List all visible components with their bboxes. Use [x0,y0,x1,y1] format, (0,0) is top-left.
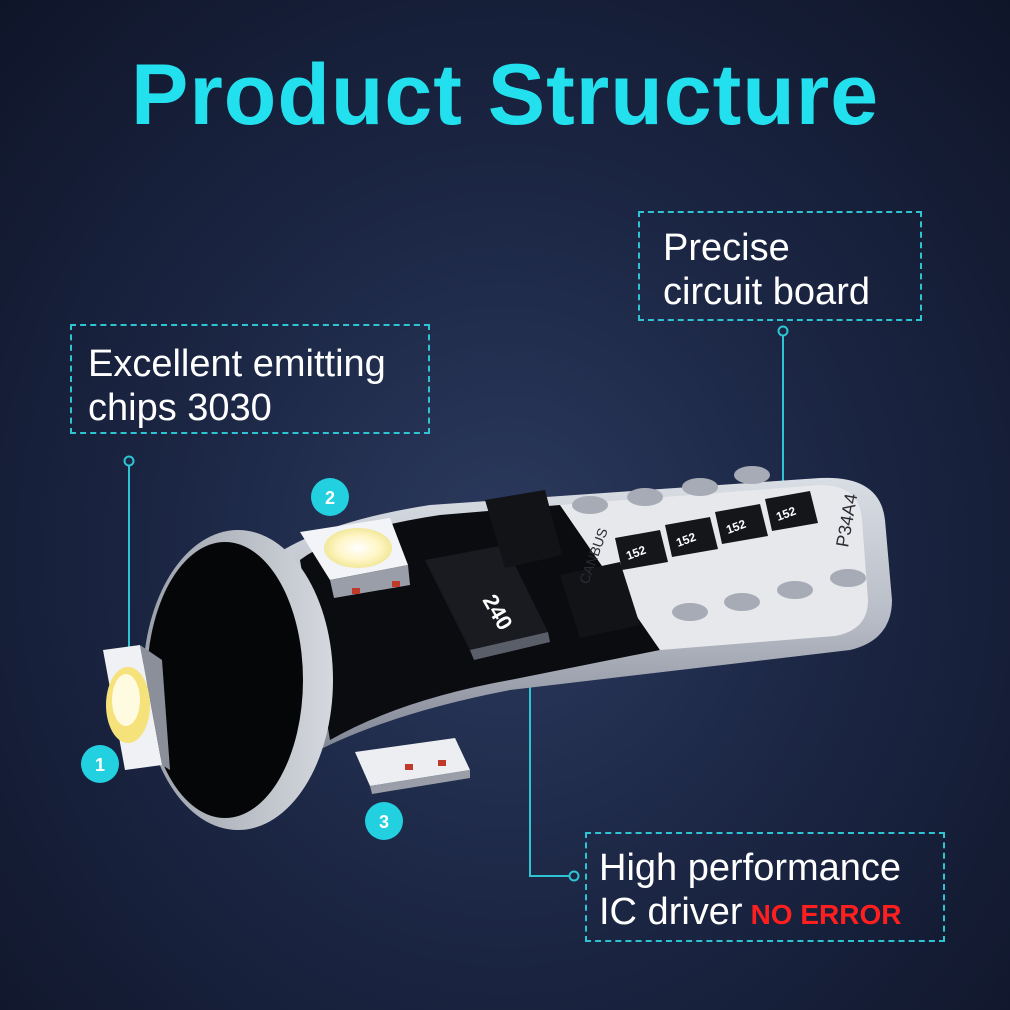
callout-board-line2: circuit board [663,271,870,313]
pcb-holes [572,466,866,621]
ic-driver-chips [485,490,640,638]
callout-ic-line2: IC driver [599,891,743,933]
page-title: Product Structure [130,47,880,143]
svg-text:2: 2 [325,488,335,508]
marker-3: 3 [365,802,403,840]
marker-1: 1 [81,745,119,783]
led-chip-side [103,645,170,770]
main-resistor: 240 [425,545,550,660]
svg-text:1: 1 [95,755,105,775]
svg-text:152: 152 [674,530,698,550]
callout-ic-line1: High performance [599,847,902,889]
marker-2: 2 [311,478,349,516]
callout-chips-line2: chips 3030 [88,387,272,429]
svg-text:152: 152 [774,504,798,524]
callout-emitting-chips: Excellent emitting chips 3030 [70,324,430,434]
led-chip-top [300,518,410,598]
svg-text:3: 3 [379,812,389,832]
no-error-highlight: NO ERROR [750,899,902,930]
callout-chips-line1: Excellent emitting [88,343,386,385]
svg-text:152: 152 [624,543,648,563]
callout-circuit-board: Precise circuit board [638,211,922,321]
led-chip-bottom [355,738,470,794]
bulb-disc [143,530,333,830]
svg-text:152: 152 [724,517,748,537]
callout-board-line1: Precise [663,227,790,269]
